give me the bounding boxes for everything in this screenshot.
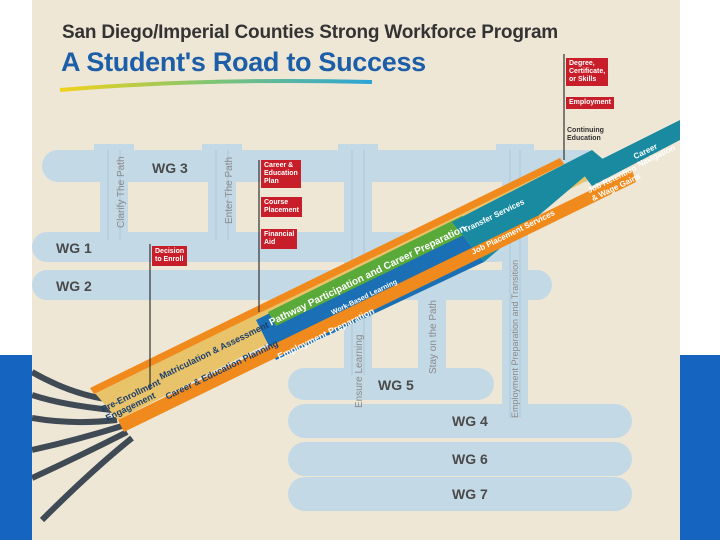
- road-orange-edge: [90, 158, 564, 394]
- wg7-label: WG 7: [452, 486, 488, 502]
- road-orange: [118, 170, 636, 432]
- wg5-label: WG 5: [378, 377, 414, 393]
- flag-decision-enroll: Decision to Enroll: [152, 246, 188, 266]
- bar-wg6: [288, 442, 632, 476]
- wg1-label: WG 1: [56, 240, 92, 256]
- wg4-label: WG 4: [452, 413, 488, 429]
- wg2-label: WG 2: [56, 278, 92, 294]
- bar-wg7: [288, 477, 632, 511]
- road-green: [268, 216, 474, 326]
- pillar-enter-label: Enter The Path: [224, 156, 235, 224]
- road-exit: [580, 120, 680, 186]
- pillar-clarify-label: Clarify The Path: [116, 156, 127, 228]
- flag-career-plan: Career & Education Plan: [261, 160, 301, 188]
- title-swoosh: [59, 79, 373, 92]
- goal-continuing-label: Continuing Education: [567, 127, 604, 142]
- bar-wg4: [288, 404, 632, 438]
- goal-employment-flag: Employment: [566, 97, 615, 109]
- road: [90, 120, 680, 432]
- flag-course-placement: Course Placement: [261, 197, 303, 217]
- pillar-ensure-label: Ensure Learning: [354, 334, 365, 408]
- poster: San Diego/Imperial Counties Strong Workf…: [32, 0, 680, 540]
- program-title: San Diego/Imperial Counties Strong Workf…: [62, 22, 559, 43]
- goal-degree-flag: Degree, Certificate, or Skills: [566, 58, 609, 86]
- pillar-stay-label: Stay on the Path: [428, 300, 439, 374]
- road-title: A Student's Road to Success: [61, 47, 426, 77]
- flag-poles: [149, 54, 565, 390]
- bar-wg3: [42, 150, 602, 182]
- flag-financial-aid: Financial Aid: [261, 229, 298, 249]
- pillar-employment-prep-label: Employment Preparation and Transition: [510, 259, 520, 418]
- wg6-label: WG 6: [452, 451, 488, 467]
- wg3-label: WG 3: [152, 160, 188, 176]
- road-diagram: [32, 54, 680, 523]
- road-teal: [452, 150, 604, 262]
